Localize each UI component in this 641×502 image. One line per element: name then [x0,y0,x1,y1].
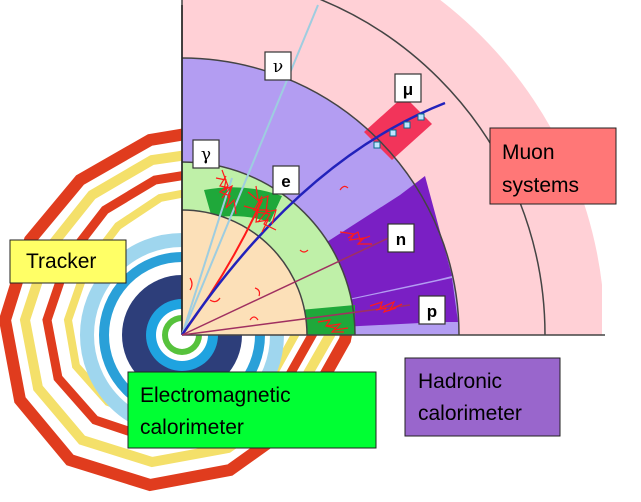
svg-text:n: n [396,230,406,249]
neutrino-track [181,4,319,336]
electromagnetic-callout: Electromagnetic calorimeter [127,371,377,449]
svg-text:p: p [427,302,437,321]
neutron-shower [339,231,372,245]
svg-text:ν: ν [273,57,283,77]
electron-label: e [272,165,300,195]
showers [189,169,403,333]
scatter-marks [189,185,349,321]
detector-quadrant [182,0,602,335]
svg-text:γ: γ [201,145,211,165]
svg-text:e: e [281,172,290,191]
proton-shower [317,300,403,333]
hadronic-callout: Hadronic calorimeter [404,357,561,437]
proton-track [181,304,411,336]
proton-label: p [418,295,446,325]
svg-text:Electromagnetic: Electromagnetic [140,384,291,407]
tracker-callout: Tracker [9,239,127,284]
photon-track [181,177,233,336]
muon-red-band [364,96,432,160]
electron-shower [243,185,277,233]
svg-text:Tracker: Tracker [26,250,96,273]
muon-particle-label: μ [394,73,422,103]
svg-text:calorimeter: calorimeter [140,416,244,439]
particle-tracks [180,4,446,336]
svg-text:μ: μ [403,80,413,99]
neutron-label: n [387,223,415,253]
svg-text:Hadronic: Hadronic [418,370,502,393]
muon-systems-callout: Muon systems [489,127,617,205]
svg-text:systems: systems [502,174,579,197]
neutron-track [181,234,396,336]
particle-labels: ν μ γ e n p [192,51,446,325]
photon-shower [215,169,237,215]
muon-track [180,101,446,336]
tracker-region [182,210,307,335]
svg-text:Muon: Muon [502,141,555,164]
neutrino-label: ν [264,51,292,81]
svg-text:calorimeter: calorimeter [418,402,522,425]
photon-label: γ [192,139,220,169]
muon-hits [373,113,425,149]
quadrant-outline [181,0,605,336]
